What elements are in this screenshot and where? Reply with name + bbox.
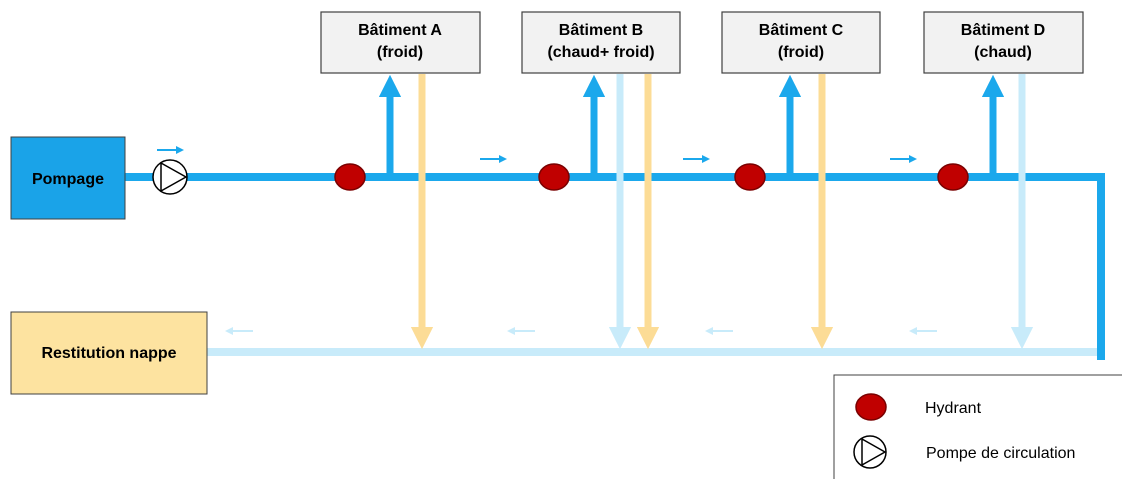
- building-d-mode: (chaud): [974, 44, 1032, 61]
- building-b-title: Bâtiment B: [559, 22, 643, 39]
- pompage-box: Pompage: [10, 136, 126, 220]
- hydrant-c: [734, 163, 766, 191]
- building-c-mode: (froid): [778, 44, 824, 61]
- building-d-title: Bâtiment D: [961, 22, 1045, 39]
- legend-hydrant-label: Hydrant: [925, 400, 982, 417]
- building-box-a: Bâtiment A (froid): [320, 11, 481, 74]
- hydrant-b: [538, 163, 570, 191]
- building-box-d: Bâtiment D (chaud): [923, 11, 1084, 74]
- legend-pump-icon: [853, 435, 887, 469]
- building-box-b: Bâtiment B (chaud+ froid): [521, 11, 681, 74]
- building-a-mode: (froid): [377, 44, 423, 61]
- hydrant-a: [334, 163, 366, 191]
- legend: Hydrant Pompe de circulation: [833, 374, 1122, 479]
- building-b-mode: (chaud+ froid): [547, 44, 654, 61]
- restitution-label: Restitution nappe: [41, 345, 176, 362]
- building-a-title: Bâtiment A: [358, 22, 442, 39]
- legend-hydrant-icon: [855, 393, 887, 421]
- hydrant-d: [937, 163, 969, 191]
- pompage-label: Pompage: [32, 171, 104, 188]
- circulation-pump-icon: [152, 159, 188, 195]
- legend-pump-label: Pompe de circulation: [926, 445, 1075, 462]
- restitution-box: Restitution nappe: [10, 311, 208, 395]
- building-box-c: Bâtiment C (froid): [721, 11, 881, 74]
- building-c-title: Bâtiment C: [759, 22, 844, 39]
